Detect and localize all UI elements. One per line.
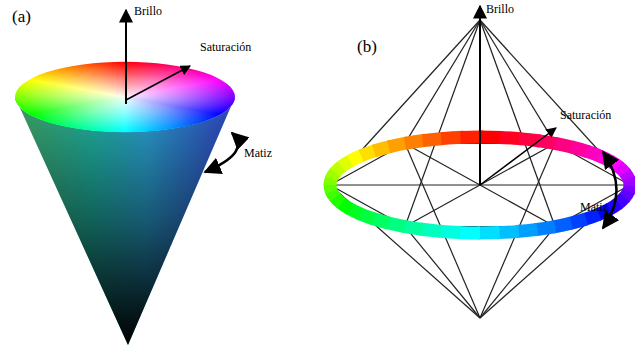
- hue-ring-segment: [477, 226, 500, 239]
- hue-ring-segment: [349, 208, 361, 214]
- hue-ring-segment: [441, 137, 463, 138]
- hexcone-edge: [480, 185, 630, 318]
- hue-ring-segment: [405, 140, 425, 143]
- hue-ring-segment: [516, 229, 537, 231]
- hue-ring-segment: [500, 137, 522, 138]
- hue-ring-segment: [628, 185, 630, 192]
- hue-ring-segment: [331, 172, 336, 179]
- hue-ring-segment: [335, 166, 342, 173]
- hue-ring-segment: [340, 202, 350, 209]
- hue-ring-segment: [535, 227, 555, 230]
- hue-ring-segment: [438, 231, 460, 232]
- hue-ring-segment: [389, 143, 408, 147]
- hue-ring-segment: [361, 150, 376, 155]
- hue-ring-segment: [330, 178, 332, 185]
- axis-label: Saturación: [560, 108, 611, 122]
- hue-ring-segment: [350, 155, 363, 161]
- hue-ring-segment: [372, 218, 389, 223]
- axis-label: Saturación: [200, 40, 251, 54]
- panel-letter: (b): [357, 38, 377, 56]
- hexcone-edge: [480, 20, 555, 227]
- hue-ring-segment: [423, 138, 444, 140]
- hue-ring-segment: [374, 146, 391, 151]
- hue-ring-segment: [586, 151, 601, 156]
- hue-ring-segment: [330, 184, 331, 191]
- hue-ring-segment: [617, 197, 624, 204]
- axis-label: Brillo: [134, 4, 162, 18]
- panel-letter: (a): [12, 8, 31, 26]
- hexcone-edge: [405, 227, 480, 318]
- hexcone-edge: [330, 185, 405, 227]
- axis-label: Brillo: [486, 2, 514, 16]
- hexcone-edge: [330, 185, 480, 318]
- hue-ring-segment: [480, 131, 502, 145]
- hue-ring-segment: [334, 197, 341, 204]
- axis-label: Matiz: [580, 200, 608, 214]
- hexcone-edge: [480, 227, 555, 318]
- axis-label: Matiz: [244, 146, 272, 160]
- hexcone-edge: [405, 20, 480, 143]
- hexcone-edge: [405, 20, 480, 227]
- hue-ring-segment: [584, 214, 599, 219]
- hue-ring-segment: [519, 139, 540, 141]
- hue-ring-segment: [458, 226, 480, 240]
- hue-ring-segment: [497, 231, 519, 232]
- hue-ring-segment: [569, 219, 586, 224]
- hue-ring-segment: [420, 229, 441, 231]
- hexcone-edge: [480, 20, 555, 143]
- hue-ring-segment: [359, 213, 374, 218]
- hue-ring-segment: [555, 143, 574, 147]
- hexcone-edge: [330, 20, 480, 185]
- hue-ring-segment: [571, 147, 588, 152]
- hexcone-edge: [555, 143, 630, 185]
- hue-ring-segment: [537, 141, 557, 144]
- hue-ring-segment: [386, 222, 405, 226]
- hue-ring-segment: [619, 167, 626, 174]
- hue-ring-segment: [552, 223, 571, 227]
- hue-ring-segment: [341, 160, 351, 166]
- hue-ring-segment: [331, 190, 335, 197]
- hue-ring-segment: [629, 179, 630, 186]
- hue-ring-segment: [402, 226, 422, 229]
- hue-ring-segment: [625, 173, 629, 180]
- hue-ring-segment: [624, 191, 629, 198]
